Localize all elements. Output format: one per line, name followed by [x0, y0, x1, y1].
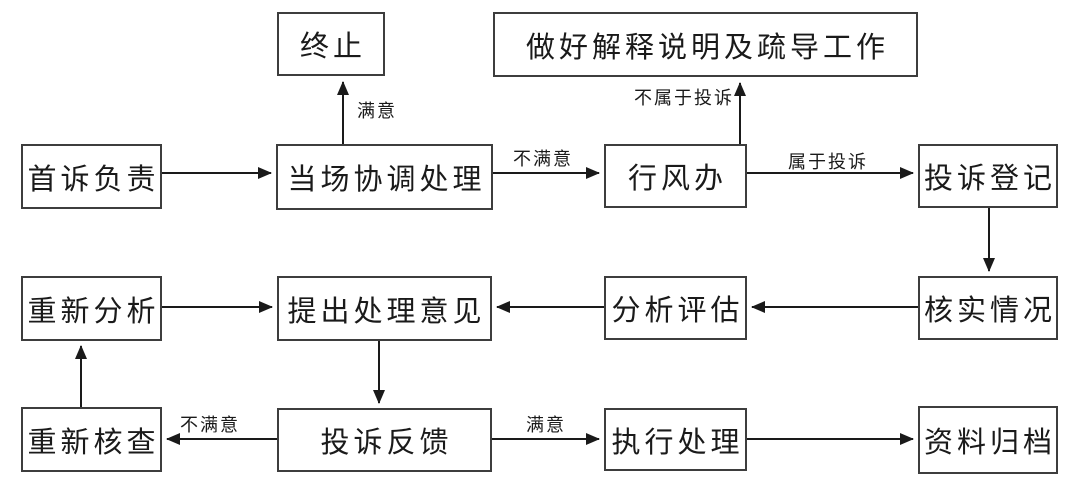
edge-label-unsatisfied-conduct-office: 不满意: [513, 149, 573, 170]
node-terminate: 终止: [277, 12, 385, 76]
node-complaint-register: 投诉登记: [918, 144, 1058, 208]
node-complaint-feedback: 投诉反馈: [277, 408, 492, 472]
node-execute-handling: 执行处理: [604, 408, 747, 471]
node-archive: 资料归档: [918, 406, 1058, 474]
node-explain-guide: 做好解释说明及疏导工作: [493, 12, 918, 77]
edge-label-is-complaint: 属于投诉: [788, 152, 868, 173]
node-propose-opinion: 提出处理意见: [277, 276, 492, 341]
node-first-complaint: 首诉负责: [21, 144, 162, 209]
edge-label-satisfied-terminate: 满意: [357, 101, 397, 122]
edge-label-unsatisfied-recheck: 不满意: [180, 415, 240, 436]
node-conduct-office: 行风办: [604, 144, 747, 208]
edge-label-not-complaint: 不属于投诉: [634, 88, 734, 109]
node-verify-situation: 核实情况: [918, 276, 1058, 340]
node-analyze-evaluate: 分析评估: [604, 276, 747, 340]
node-recheck: 重新核查: [21, 407, 162, 472]
node-reanalyze: 重新分析: [21, 276, 162, 341]
node-onsite-handling: 当场协调处理: [276, 144, 493, 210]
edge-label-satisfied-execute: 满意: [526, 415, 566, 436]
